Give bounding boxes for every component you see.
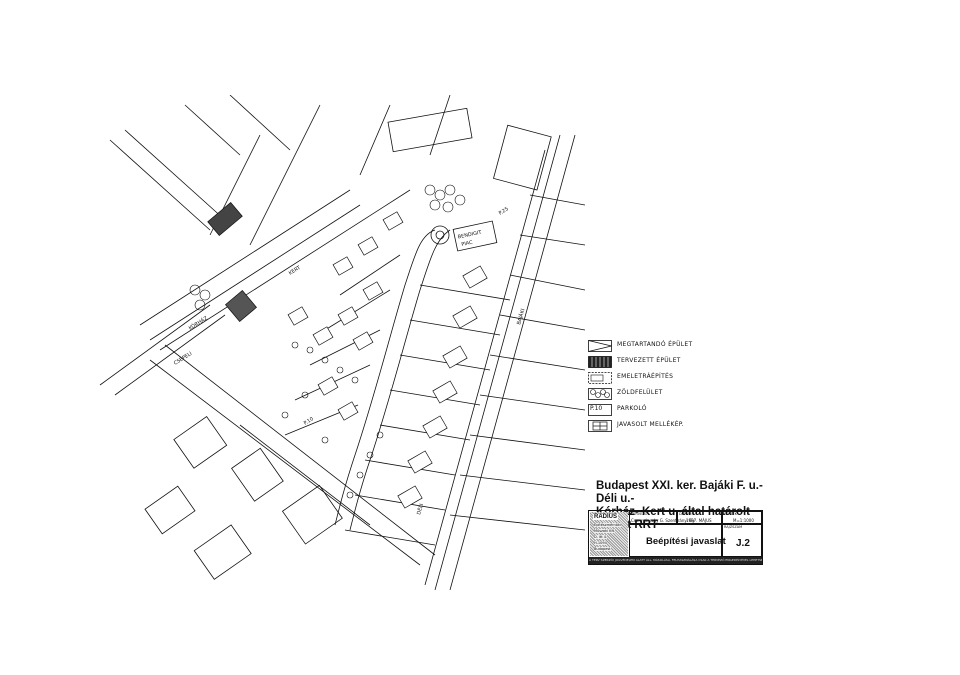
logo-line: Műszaki Kft.	[594, 529, 616, 533]
map-label-bendigit: BENDIGIT	[457, 229, 483, 240]
date-cell: DÁTUM 1997. MÁJUS	[677, 511, 722, 524]
existing-building-icon	[588, 340, 612, 352]
date-label: DÁTUM	[679, 512, 692, 516]
company-logo: RADIUS Építészmérnöki Műszaki Kft. D. it…	[590, 512, 628, 556]
drawing-number-cell: RAJZSZÁM J.2	[722, 524, 762, 557]
scale-cell: LÉPTÉK M=1:1000	[722, 511, 762, 524]
number-label: RAJZSZÁM	[724, 525, 743, 529]
map-label-piac: PIAC	[461, 240, 474, 248]
logo-line: H-1094	[594, 541, 607, 545]
designer-value: Csornyánszky G. Szentirányi Gy	[631, 518, 695, 523]
designer-cell: TERVEZŐ Csornyánszky G. Szentirányi Gy	[629, 511, 695, 524]
parking-abbr: P.10	[590, 405, 603, 412]
drawing-title: Beépítési javaslat	[646, 536, 726, 547]
legend-label: MEGTARTANDÓ ÉPÜLET	[617, 341, 693, 348]
legend-label: ZÖLDFELÜLET	[617, 389, 663, 396]
legend-row-outbuilding: JAVASOLT MELLÉKÉP.	[588, 420, 778, 434]
map-label-kert: KERT	[288, 264, 303, 276]
title-block: RADIUS Építészmérnöki Műszaki Kft. D. it…	[588, 510, 763, 565]
legend-label: JAVASOLT MELLÉKÉP.	[617, 421, 684, 428]
planned-building-icon	[588, 356, 612, 368]
logo-text: RADIUS	[593, 514, 619, 520]
site-plan-map: BENDIGIT PIAC CSEPELI KÓRHÁZ DÉLI BAJÁKI…	[99, 95, 585, 590]
parking-icon	[588, 404, 612, 416]
logo-line: D. itt 4.	[594, 535, 608, 539]
map-label-bajaki: BAJÁKI	[515, 308, 526, 326]
designer-label: TERVEZŐ	[631, 512, 648, 516]
map-label-p25: P.25	[498, 206, 510, 216]
outbuilding-icon	[588, 420, 612, 432]
legend-row-existing: MEGTARTANDÓ ÉPÜLET	[588, 340, 778, 354]
legend-label: PARKOLÓ	[617, 405, 647, 412]
scale-value: M=1:1000	[733, 518, 754, 523]
storey-extension-icon	[588, 372, 612, 384]
title-block-footer: A TERV SZERZŐI JOGVÉDELEM ALATT ÁLL. MÁS…	[589, 557, 762, 564]
legend-row-parking: P.10 PARKOLÓ	[588, 404, 778, 418]
drawing-title-cell: Beépítési javaslat	[629, 524, 726, 557]
legend-row-storey: EMELETRÁÉPÍTÉS	[588, 372, 778, 386]
green-area-icon	[588, 388, 612, 400]
scale-label: LÉPTÉK	[724, 512, 737, 516]
legend-label: EMELETRÁÉPÍTÉS	[617, 373, 674, 380]
map-label-p10: P.10	[303, 416, 315, 426]
plan-title-line1: Budapest XXI. ker. Bajáki F. u.- Déli u.…	[596, 480, 763, 505]
drawing-number: J.2	[736, 538, 750, 549]
map-label-deli: DÉLI	[414, 503, 425, 516]
logo-line: Építészmérnöki	[594, 523, 621, 527]
legend-row-planned: TERVEZETT ÉPÜLET	[588, 356, 778, 370]
plan-title: Budapest XXI. ker. Bajáki F. u.- Déli u.…	[596, 480, 786, 532]
logo-line: Budapest	[594, 547, 611, 551]
legend-row-green: ZÖLDFELÜLET	[588, 388, 778, 402]
date-value: 1997. MÁJUS	[686, 518, 712, 523]
legend-label: TERVEZETT ÉPÜLET	[617, 357, 681, 364]
